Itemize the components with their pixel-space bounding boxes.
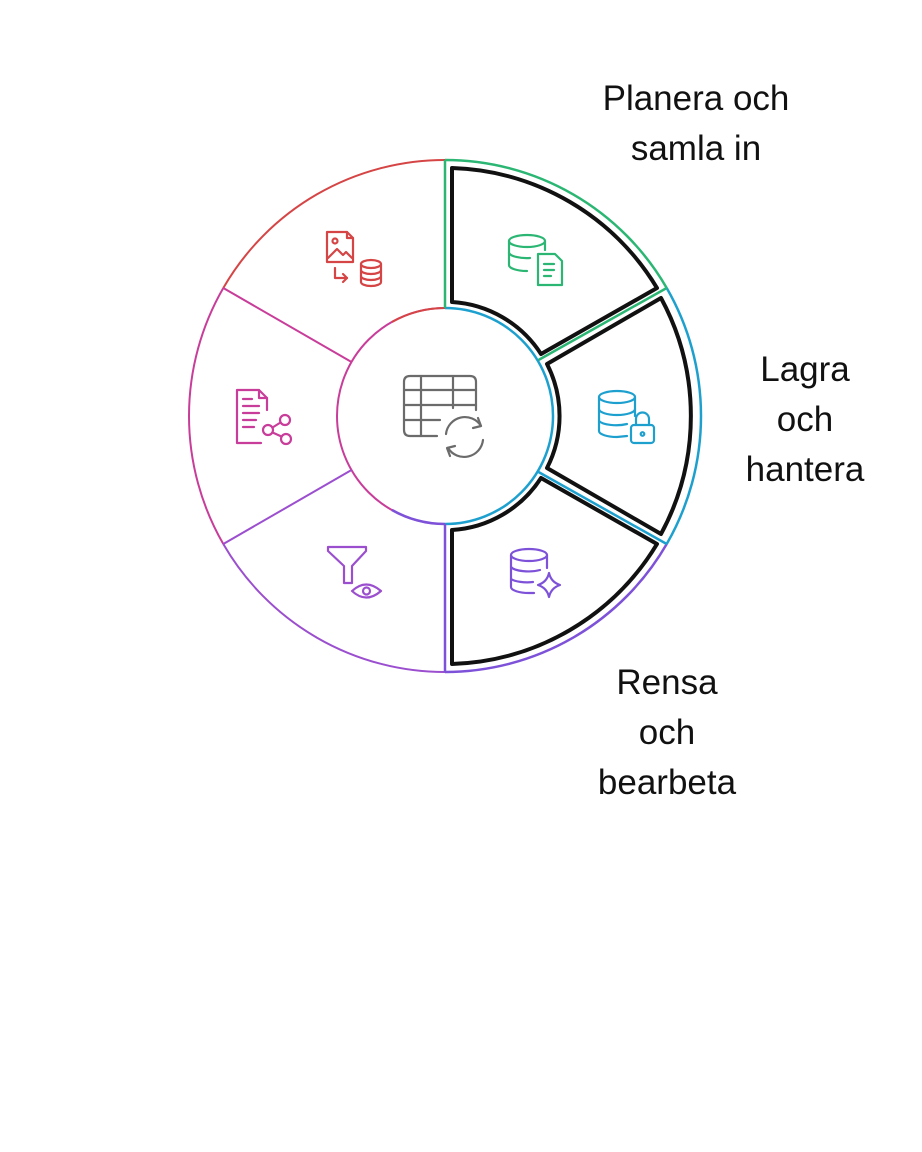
ring-arc-clean [444,543,668,674]
stage-label-store: Lagra och hantera [745,350,865,489]
table-refresh-icon [402,374,485,458]
inner-arc-right [444,306,555,526]
ring-arc-share [188,287,225,545]
divider-left-top [222,287,352,363]
segment-clean[interactable] [450,476,659,666]
stage-label-clean: Rensa och bearbeta [597,663,737,802]
ring-arc-filter [222,543,446,673]
database-lock-icon [597,389,656,445]
inner-arc-bottom [391,508,446,526]
divider-left-bottom [222,469,352,545]
document-share-icon [235,388,293,446]
ring-arc-store [665,287,703,545]
inner-arc-top [391,307,446,323]
database-document-icon [507,233,564,287]
filter-eye-icon [326,545,383,599]
divider-bottom-right [537,470,668,546]
divider-top-right [537,286,668,362]
segment-store[interactable] [545,296,693,536]
database-sparkle-icon [509,547,562,599]
segment-plan[interactable] [450,166,659,356]
stage-label-plan: Planera och samla in [602,79,790,168]
inner-arc-left [336,307,446,525]
image-to-database-icon [325,230,383,288]
ring-arc-collect [222,159,446,289]
ring-arc-plan [444,158,668,289]
